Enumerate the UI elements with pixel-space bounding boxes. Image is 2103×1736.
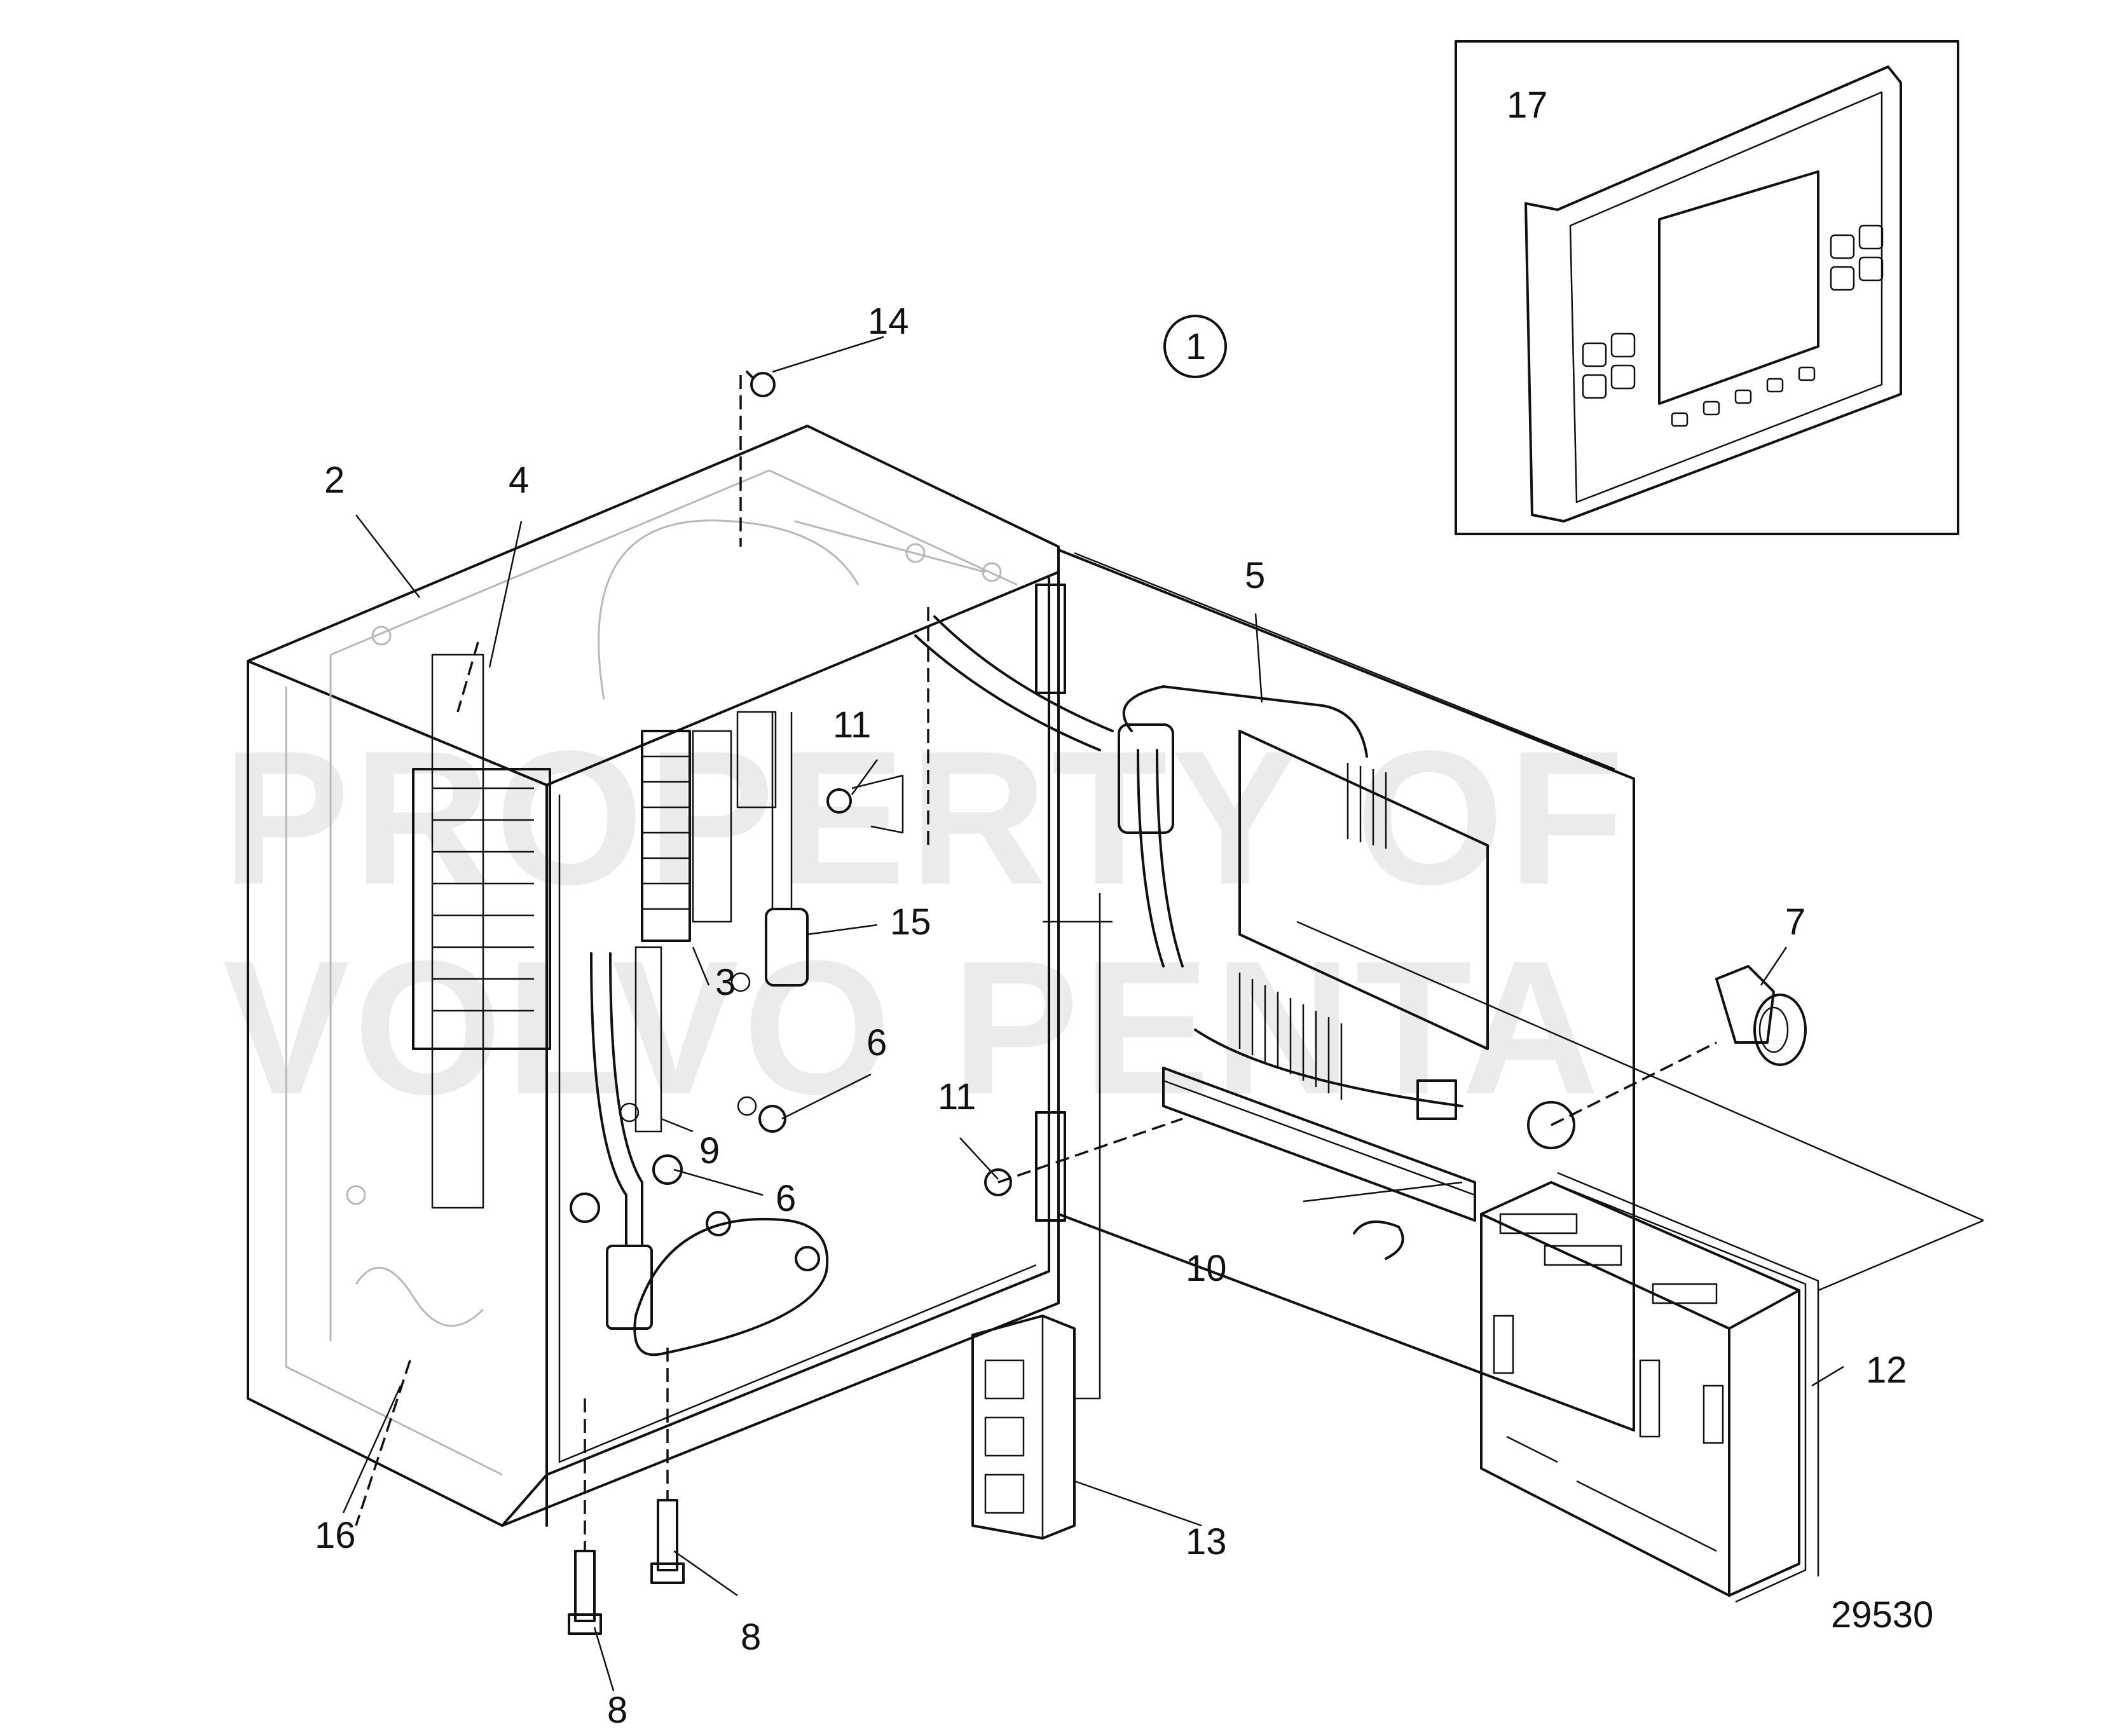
callout-12: 12 xyxy=(1866,1350,1907,1391)
callout-16: 16 xyxy=(315,1515,356,1556)
callout-6a: 6 xyxy=(867,1022,887,1063)
callout-8a: 8 xyxy=(741,1616,761,1658)
assembly-lines xyxy=(355,375,1717,1551)
callout-11b: 11 xyxy=(938,1076,976,1117)
callout-10: 10 xyxy=(1186,1248,1227,1289)
circled-callout: 1 xyxy=(1163,315,1227,378)
terminal-module-13 xyxy=(971,1315,1076,1540)
circled-callout-number: 1 xyxy=(1186,326,1206,367)
circle-badge xyxy=(1163,315,1227,378)
callout-7: 7 xyxy=(1785,901,1805,943)
door-lock-7 xyxy=(1715,965,1807,1066)
callout-6b: 6 xyxy=(776,1178,796,1219)
enclosure-box xyxy=(247,425,1060,1527)
callout-2: 2 xyxy=(324,460,345,501)
figure-number: 29530 xyxy=(1831,1594,1933,1636)
watermark-line-2: VOLVO PENTA xyxy=(223,920,1603,1134)
leader-lines xyxy=(342,336,1984,1692)
enclosure-door xyxy=(826,549,1635,1432)
callout-4: 4 xyxy=(509,460,529,501)
callout-11a: 11 xyxy=(833,704,871,746)
callout-3: 3 xyxy=(715,962,736,1003)
callout-13: 13 xyxy=(1186,1521,1227,1562)
din-rail-10 xyxy=(1162,1067,1476,1260)
callout-15: 15 xyxy=(890,901,931,943)
callout-14: 14 xyxy=(868,301,909,342)
callout-8b: 8 xyxy=(607,1690,627,1731)
callout-17: 17 xyxy=(1507,85,1548,126)
callout-labels: 2 3 4 5 6 6 7 8 8 9 10 11 11 12 13 14 15… xyxy=(315,85,1907,1731)
inset-frame xyxy=(1455,40,1959,535)
display-inset-17 xyxy=(1455,40,1959,535)
watermark-line-1: PROPERTY OF xyxy=(223,711,1628,924)
controller-module-12 xyxy=(1480,1172,1819,1603)
callout-9: 9 xyxy=(699,1130,720,1172)
watermark: PROPERTY OF VOLVO PENTA xyxy=(223,711,1628,1134)
callout-5: 5 xyxy=(1245,555,1265,596)
